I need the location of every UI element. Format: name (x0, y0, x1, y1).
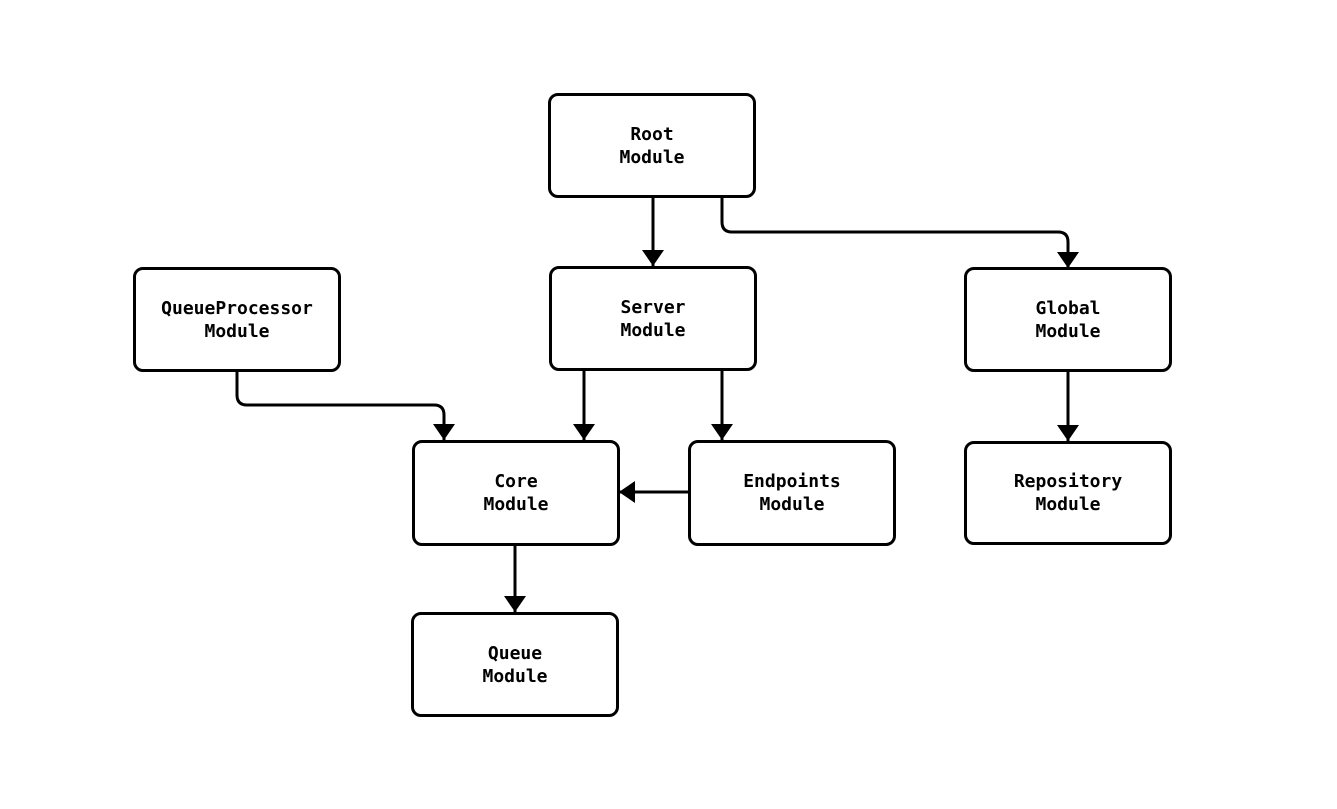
node-label-line1: Queue (487, 642, 543, 664)
node-core-module: Core Module (412, 440, 620, 546)
node-root-module: Root Module (548, 93, 756, 198)
node-label-line1: Core (494, 471, 538, 492)
node-label-line2: Module (1035, 494, 1101, 515)
node-label-line2: Module (483, 494, 549, 515)
node-queueprocessor-module: QueueProcessor Module (133, 267, 341, 372)
edge-root-to-global-arrow (720, 198, 1079, 268)
node-label-line2: Module (620, 319, 686, 341)
node-label-line2: Module (759, 494, 825, 515)
node-label-line1: Root (630, 123, 674, 145)
edge-queueprocessor-to-core-arrow (235, 372, 455, 440)
node-label-line2: Module (1035, 320, 1101, 342)
node-label-line2: Module (482, 665, 548, 687)
node-global-module: Global Module (964, 267, 1172, 372)
node-label-line2: Module (204, 320, 270, 342)
node-label-line2: Module (619, 146, 685, 168)
node-queue-module: Queue Module (411, 612, 619, 717)
node-endpoints-module: Endpoints Module (688, 440, 896, 546)
node-label-line1: QueueProcessor (161, 297, 313, 319)
node-label-line1: Endpoints (743, 471, 841, 492)
node-label-line1: Global (1035, 297, 1101, 319)
node-label-line1: Repository (1013, 471, 1123, 492)
node-server-module: Server Module (549, 266, 757, 371)
node-repository-module: Repository Module (964, 441, 1172, 545)
node-label-line1: Server (620, 296, 686, 318)
